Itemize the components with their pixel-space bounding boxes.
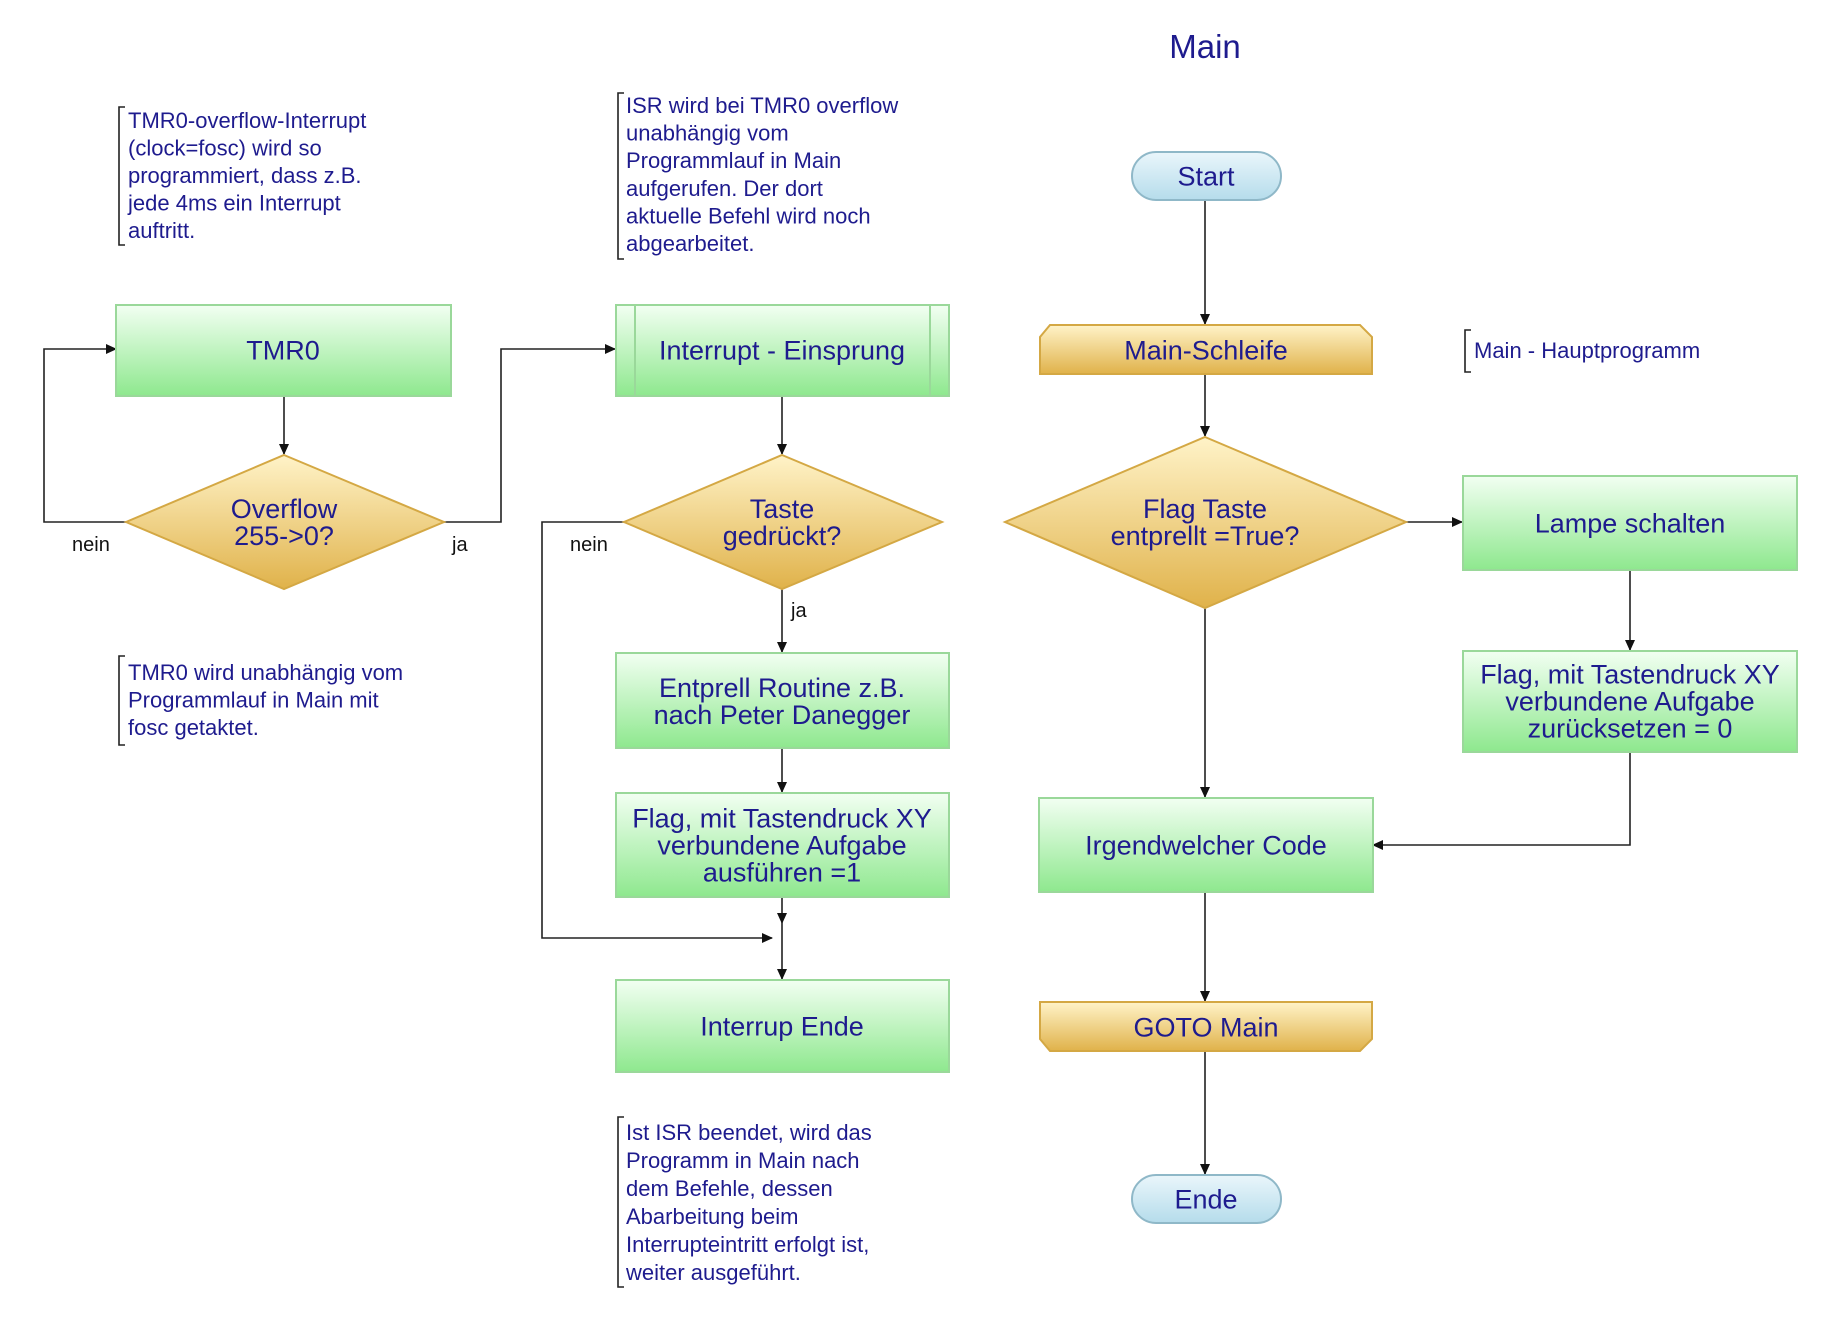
svg-text:Ende: Ende	[1174, 1184, 1237, 1214]
text-line: aktuelle Befehl wird noch	[626, 203, 871, 228]
svg-text:Start: Start	[1177, 161, 1235, 191]
text-line: Main-Schleife	[1124, 335, 1288, 365]
edge-label-overflow-no: nein	[72, 534, 110, 556]
text-line: ISR wird bei TMR0 overflow	[626, 93, 898, 118]
svg-text:Irgendwelcher Code: Irgendwelcher Code	[1085, 830, 1327, 860]
text-line: programmiert, dass z.B.	[128, 163, 362, 188]
svg-text:Entprell Routine z.B.nach Pete: Entprell Routine z.B.nach Peter Danegger	[654, 673, 911, 730]
text-line: Programmlauf in Main mit	[128, 688, 379, 713]
text-line: Interrupteintritt erfolgt ist,	[626, 1232, 869, 1257]
edge-overflow-yes	[444, 344, 616, 523]
text-line: Abarbeitung beim	[626, 1204, 798, 1229]
process-interrupt-end: Interrup Ende	[615, 979, 950, 1073]
edge-overflow-no-loop	[43, 344, 126, 523]
text-line: aufgerufen. Der dort	[626, 176, 823, 201]
text-line: Start	[1177, 161, 1235, 191]
text-line: dem Befehle, dessen	[626, 1176, 833, 1201]
process-lampe-schalten: Lampe schalten	[1462, 475, 1798, 571]
text-line: Programm in Main nach	[626, 1148, 860, 1173]
note-tmr0-interrupt: TMR0-overflow-Interrupt (clock=fosc) wird…	[118, 106, 366, 246]
text-line: Irgendwelcher Code	[1085, 830, 1327, 860]
note-isr-called: ISR wird bei TMR0 overflow unabhängig vom…	[617, 92, 898, 260]
text-line: verbundene Aufgabe	[657, 830, 906, 860]
text-line: unabhängig vom	[626, 121, 789, 146]
svg-text:GOTO Main: GOTO Main	[1133, 1012, 1278, 1042]
text-line: Entprell Routine z.B.	[659, 673, 905, 703]
text-line: TMR0	[246, 335, 320, 365]
text-line: auftritt.	[128, 218, 195, 243]
svg-text:Main-Schleife: Main-Schleife	[1124, 335, 1288, 365]
text-line: Flag, mit Tastendruck XY	[632, 803, 932, 833]
text-line: (clock=fosc) wird so	[128, 136, 322, 161]
text-line: Interrupt - Einsprung	[659, 335, 905, 365]
svg-text:Interrupt - Einsprung: Interrupt - Einsprung	[659, 335, 905, 365]
svg-text:TMR0: TMR0	[246, 335, 320, 365]
diagram-title: Main	[1169, 28, 1241, 65]
svg-text:TMR0-overflow-Interrupt(clock=: TMR0-overflow-Interrupt (clock=fosc) wird…	[127, 108, 366, 243]
note-main-hauptprogramm: Main - Hauptprogramm	[1464, 329, 1700, 373]
edge-label-taste-no: nein	[570, 534, 608, 556]
text-line: Lampe schalten	[1535, 508, 1726, 538]
edge-taste-no-loop	[541, 521, 773, 943]
process-irgendwelcher-code: Irgendwelcher Code	[1038, 797, 1374, 893]
text-line: 255->0?	[234, 521, 334, 551]
text-line: Interrup Ende	[700, 1011, 864, 1041]
text-line: Overflow	[231, 494, 338, 524]
terminal-end: Ende	[1131, 1174, 1282, 1224]
loop-start-main-schleife: Main-Schleife	[1039, 324, 1373, 375]
text-line: abgearbeitet.	[626, 231, 754, 256]
text-line: entprellt =True?	[1111, 521, 1300, 551]
text-line: GOTO Main	[1133, 1012, 1278, 1042]
text-line: Ist ISR beendet, wird das	[626, 1120, 872, 1145]
text-line: Taste	[750, 494, 815, 524]
text-line: zurücksetzen = 0	[1528, 713, 1733, 743]
text-line: ausführen =1	[703, 857, 861, 887]
text-line: Flag, mit Tastendruck XY	[1480, 659, 1780, 689]
text-line: Flag Taste	[1143, 494, 1267, 524]
text-line: TMR0 wird unabhängig vom	[128, 660, 403, 685]
svg-text:Interrup Ende: Interrup Ende	[700, 1011, 864, 1041]
text-line: Main - Hauptprogramm	[1474, 338, 1700, 363]
text-line: verbundene Aufgabe	[1505, 686, 1754, 716]
text-line: fosc getaktet.	[128, 715, 259, 740]
edge-reset-code	[1372, 752, 1631, 850]
text-line: Programmlauf in Main	[626, 148, 841, 173]
svg-text:Main - Hauptprogramm: Main - Hauptprogramm	[1474, 338, 1700, 363]
text-line: weiter ausgeführt.	[625, 1260, 801, 1285]
process-entprell-routine: Entprell Routine z.B.nach Peter Danegger	[615, 652, 950, 749]
text-line: nach Peter Danegger	[654, 700, 911, 730]
edge-label-overflow-yes: ja	[451, 534, 468, 556]
text-line: jede 4ms ein Interrupt	[127, 191, 341, 216]
terminal-start: Start	[1131, 151, 1282, 201]
edge-label-taste-yes: ja	[790, 600, 807, 622]
text-line: TMR0-overflow-Interrupt	[128, 108, 366, 133]
subroutine-interrupt-entry: Interrupt - Einsprung	[615, 304, 950, 397]
text-line: Ende	[1174, 1184, 1237, 1214]
process-tmr0: TMR0	[115, 304, 452, 397]
text-line: gedrückt?	[723, 521, 842, 551]
svg-text:Lampe schalten: Lampe schalten	[1535, 508, 1726, 538]
loop-end-goto-main: GOTO Main	[1039, 1001, 1373, 1052]
connectors	[43, 200, 1635, 1175]
